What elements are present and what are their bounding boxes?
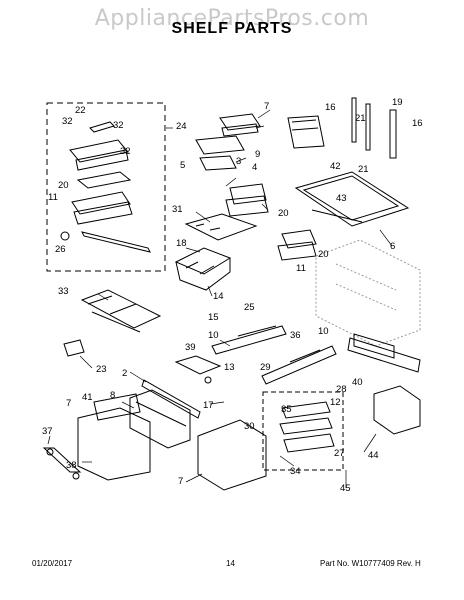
drawer-slides [211, 325, 421, 385]
footer-page-number: 14 [226, 559, 235, 568]
callout-labels: 22 32 32 24 32 20 11 26 5 3 4 9 7 16 21 … [42, 97, 423, 494]
callout-label: 8 [110, 390, 115, 401]
callout-label: 24 [176, 121, 187, 132]
part-23 [63, 339, 85, 357]
callout-label: 41 [82, 392, 93, 403]
bin-44 [373, 385, 421, 435]
callout-label: 14 [213, 291, 224, 302]
callout-label: 5 [180, 160, 185, 171]
callout-label: 7 [264, 101, 269, 112]
callout-label: 13 [224, 362, 235, 373]
group-box-24 [46, 102, 166, 272]
callout-label: 18 [176, 238, 187, 249]
callout-label: 23 [96, 364, 107, 375]
shelf-31 [184, 213, 258, 241]
crisper-cover-assembly [60, 121, 151, 253]
callout-label: 35 [281, 404, 292, 415]
callout-label: 2 [122, 368, 127, 379]
callout-label: 39 [185, 342, 196, 353]
drawer-front-assembly [77, 355, 267, 491]
callout-label: 3 [236, 156, 241, 167]
callout-label: 15 [208, 312, 219, 323]
callout-label: 6 [390, 241, 395, 252]
shelf-stack [195, 113, 269, 217]
side-rails-16-21-19 [287, 97, 397, 159]
callout-label: 22 [75, 105, 86, 116]
callout-label: 27 [334, 448, 345, 459]
glass-shelf-43 [294, 171, 410, 227]
callout-label: 32 [62, 116, 73, 127]
callout-label: 21 [355, 113, 366, 124]
handle-37-38 [42, 447, 82, 480]
callout-label: 32 [113, 120, 124, 131]
callout-label: 28 [336, 384, 347, 395]
watermark-text: AppliancePartsPros.com [94, 6, 370, 31]
leader-lines [47, 109, 393, 488]
callout-label: 26 [55, 244, 66, 255]
callout-label: 32 [120, 146, 131, 157]
callout-label: 20 [318, 249, 329, 260]
shelf-4-20-11 [277, 229, 317, 261]
callout-label: 7 [178, 476, 183, 487]
group-box-45 [262, 391, 344, 471]
callout-label: 43 [336, 193, 347, 204]
callout-label: 40 [352, 377, 363, 388]
callout-label: 30 [244, 421, 255, 432]
callout-label: 37 [42, 426, 53, 437]
callout-label: 45 [340, 483, 351, 494]
callout-label: 11 [296, 263, 306, 274]
callout-label: 12 [330, 397, 341, 408]
page-title: SHELF PARTS [171, 20, 293, 37]
callout-label: 20 [278, 208, 289, 219]
callout-label: 34 [290, 466, 301, 477]
cabinet-outline [315, 239, 421, 347]
callout-label: 17 [203, 400, 214, 411]
brackets-12-35-27 [279, 401, 335, 453]
footer-part-number: Part No. W10777409 Rev. H [320, 559, 421, 568]
callout-label: 4 [252, 162, 257, 173]
callout-label: 25 [244, 302, 255, 313]
callout-label: 38 [66, 460, 77, 471]
callout-label: 11 [48, 192, 58, 203]
callout-label: 7 [66, 398, 71, 409]
footer-date: 01/20/2017 [32, 559, 73, 568]
callout-label: 16 [325, 102, 336, 113]
callout-label: 42 [330, 161, 341, 172]
callout-label: 29 [260, 362, 271, 373]
bin-18 [174, 247, 232, 291]
callout-label: 10 [318, 326, 329, 337]
callout-label: 9 [255, 149, 260, 160]
callout-label: 19 [392, 97, 403, 108]
part-40 [353, 333, 395, 359]
callout-label: 31 [172, 204, 183, 215]
callout-label: 20 [58, 180, 69, 191]
tray-33 [80, 289, 162, 333]
callout-label: 10 [208, 330, 219, 341]
callout-label: 21 [358, 164, 369, 175]
callout-label: 33 [58, 286, 69, 297]
callout-label: 36 [290, 330, 301, 341]
callout-label: 16 [412, 118, 423, 129]
callout-label: 44 [368, 450, 379, 461]
